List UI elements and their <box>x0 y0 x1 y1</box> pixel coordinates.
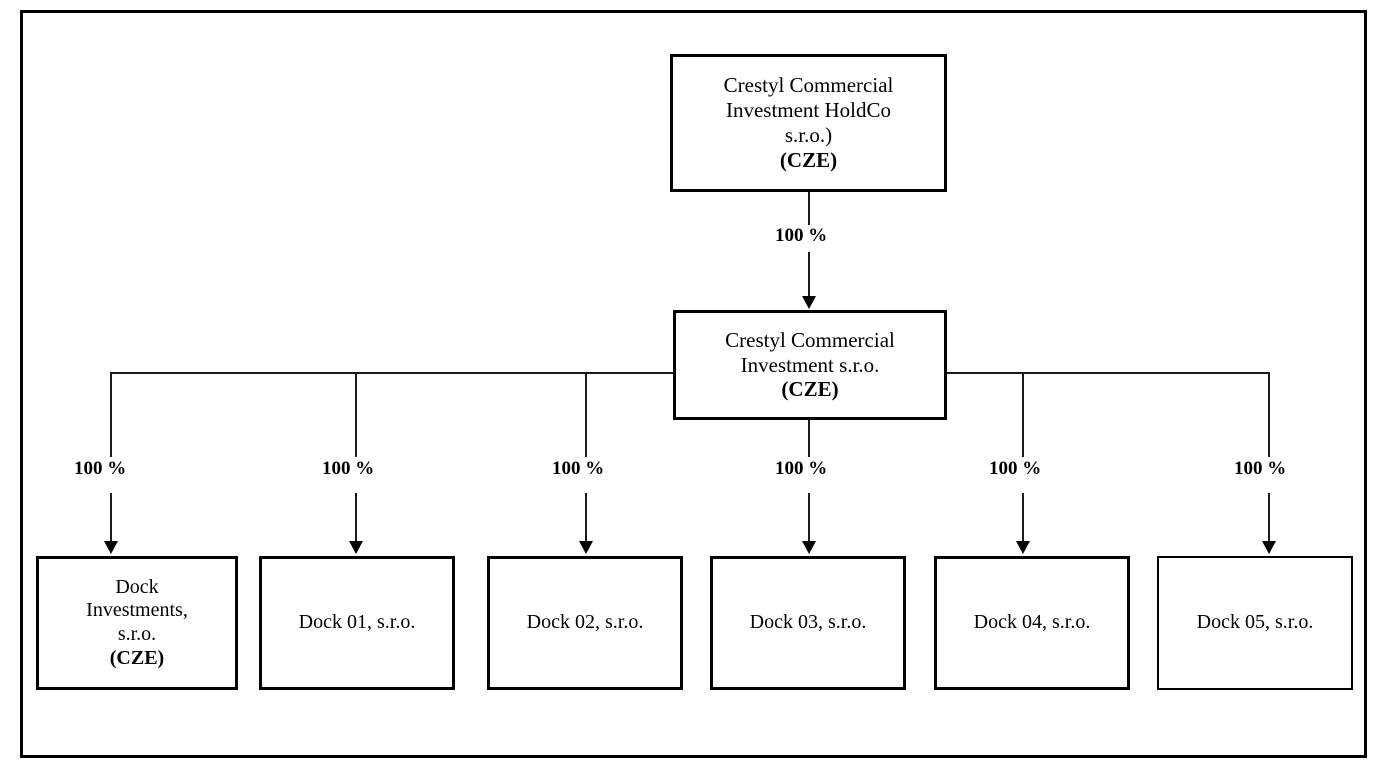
edge-dock-03-line-upper <box>808 420 810 457</box>
edge-dock-02-line-upper <box>585 372 587 457</box>
node-holdco-line-1: Crestyl Commercial <box>723 73 894 98</box>
edge-dock-01-arrowhead <box>349 541 363 554</box>
node-dock-04-label: Dock 04, s.r.o. <box>973 611 1091 634</box>
node-dock-01[interactable]: Dock 01, s.r.o. <box>259 556 455 690</box>
edge-dock-04-arrowhead <box>1016 541 1030 554</box>
edge-dock-03-arrowhead <box>802 541 816 554</box>
node-dock-02-label: Dock 02, s.r.o. <box>526 611 644 634</box>
node-investment-line-2: Investment s.r.o. <box>740 352 880 377</box>
node-holdco-line-2: Investment HoldCo <box>725 98 892 123</box>
edge-dock-05-arrowhead <box>1262 541 1276 554</box>
edge-dock-03-line-lower <box>808 493 810 543</box>
edge-dock-investments-arrowhead <box>104 541 118 554</box>
node-holdco-line-3: s.r.o.) <box>784 123 833 147</box>
node-dock-03-label: Dock 03, s.r.o. <box>749 611 867 634</box>
node-dock-investments-line-2: Investments, <box>86 599 188 622</box>
edge-label-to-dock-03: 100 % <box>773 458 830 480</box>
node-dock-01-label: Dock 01, s.r.o. <box>298 611 416 634</box>
edge-dock-01-line-lower <box>355 493 357 543</box>
edge-label-to-dock-05: 100 % <box>1232 458 1289 480</box>
edge-holdco-investment-arrowhead <box>802 296 816 309</box>
node-dock-05-label: Dock 05, s.r.o. <box>1196 611 1314 634</box>
edge-dock-04-line-lower <box>1022 493 1024 543</box>
edge-label-to-dock-investments: 100 % <box>72 458 129 480</box>
node-holdco-country-code: (CZE) <box>779 147 838 172</box>
edge-dock-01-line-upper <box>355 372 357 457</box>
node-dock-investments[interactable]: Dock Investments, s.r.o. (CZE) <box>36 556 238 690</box>
edge-dock-02-line-lower <box>585 493 587 543</box>
node-investment-country-code: (CZE) <box>781 377 839 402</box>
node-crestyl-commercial-investment[interactable]: Crestyl Commercial Investment s.r.o. (CZ… <box>673 310 947 420</box>
node-dock-investments-line-1: Dock <box>115 575 159 598</box>
node-dock-03[interactable]: Dock 03, s.r.o. <box>710 556 906 690</box>
node-dock-investments-country-code: (CZE) <box>109 646 165 669</box>
edge-dock-05-line-upper <box>1268 372 1270 457</box>
node-crestyl-commercial-investment-holdco[interactable]: Crestyl Commercial Investment HoldCo s.r… <box>670 54 947 192</box>
edge-holdco-investment-line-upper <box>808 192 810 225</box>
node-dock-investments-line-3: s.r.o. <box>117 623 157 645</box>
node-investment-line-1: Crestyl Commercial <box>725 327 895 352</box>
node-dock-05[interactable]: Dock 05, s.r.o. <box>1157 556 1353 690</box>
edge-holdco-investment-line-lower <box>808 252 810 298</box>
edge-dock-02-arrowhead <box>579 541 593 554</box>
node-dock-02[interactable]: Dock 02, s.r.o. <box>487 556 683 690</box>
edge-label-holdco-to-investment: 100 % <box>773 225 830 247</box>
bus-segment-left <box>110 372 675 374</box>
edge-label-to-dock-01: 100 % <box>320 458 377 480</box>
bus-segment-right <box>945 372 1270 374</box>
edge-label-to-dock-02: 100 % <box>550 458 607 480</box>
edge-dock-04-line-upper <box>1022 372 1024 457</box>
edge-dock-05-line-lower <box>1268 493 1270 543</box>
edge-dock-investments-line-upper <box>110 372 112 457</box>
edge-dock-investments-line-lower <box>110 493 112 543</box>
edge-label-to-dock-04: 100 % <box>987 458 1044 480</box>
node-dock-04[interactable]: Dock 04, s.r.o. <box>934 556 1130 690</box>
